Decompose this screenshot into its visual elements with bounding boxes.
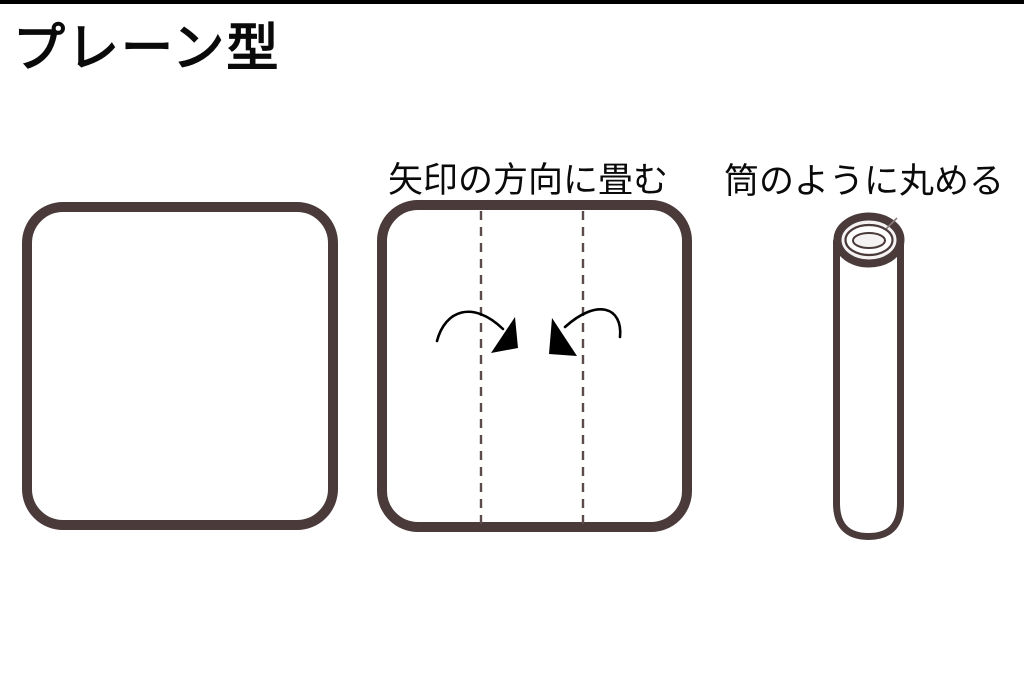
tube-body — [833, 237, 904, 541]
roll-instruction-label: 筒のように丸める — [724, 162, 1005, 201]
tube-roll-inner-ring — [852, 232, 886, 249]
fold-arrow-right-curve — [563, 308, 622, 339]
page-title: プレーン型 — [13, 20, 281, 78]
top-border-line — [0, 0, 1024, 4]
folding-sheet-figure — [377, 200, 692, 532]
folding-sheet-outline — [377, 200, 692, 532]
fold-instruction-label: 矢印の方向に畳む — [388, 161, 669, 200]
fold-arrow-left-head — [491, 317, 518, 353]
unfolded-sheet-outline — [22, 202, 338, 530]
unfolded-sheet-figure — [22, 202, 338, 530]
tube-roll-seam — [885, 217, 898, 230]
rolled-tube-figure — [833, 212, 905, 541]
fold-arrow-right-head — [549, 318, 577, 356]
fold-arrow-left-curve — [435, 310, 505, 343]
